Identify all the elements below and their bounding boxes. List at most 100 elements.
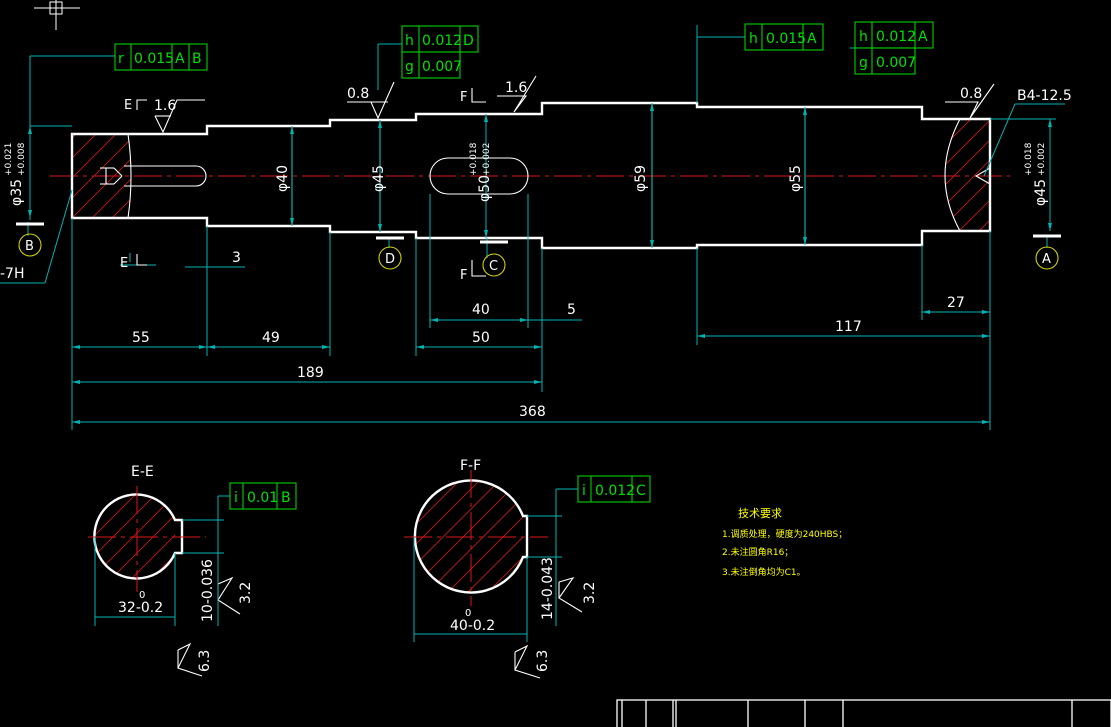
section-ee: E-E 32-0.2 0 10-0.036 [88,464,224,626]
roughness-texts: 1.6 0.8 1.6 0.8 3.2 3.2 6.3 6.3 [154,80,982,672]
section-ee-key-upper: 0 [139,590,145,601]
svg-text:0.007: 0.007 [876,55,916,71]
dia-left-end-tol-lower: +0.008 [17,142,27,176]
dimension-texts: 55 49 189 368 40 50 5 117 27 3 [132,250,965,420]
dimension-lines [0,25,1065,430]
svg-text:D: D [463,33,474,49]
dia-45: φ45 [371,165,387,192]
svg-text:A: A [918,29,928,45]
datum-c: C [489,259,498,274]
dim-189: 189 [297,365,324,381]
dia-right-end-tol-lower: +0.002 [1037,143,1047,176]
dim-49: 49 [262,330,280,346]
section-ee-width: 32-0.2 [118,600,163,616]
roughness-symbols [154,75,995,679]
svg-text:0.01: 0.01 [247,490,278,506]
svg-text:0.012: 0.012 [876,29,916,45]
svg-text:h: h [405,33,414,49]
svg-text:h: h [859,29,868,45]
section-ff-key-upper: 0 [465,608,471,619]
svg-text:0.007: 0.007 [422,59,462,75]
roughness-63-f: 6.3 [535,650,551,672]
svg-text:C: C [636,483,646,499]
left-end-boundary [127,133,132,219]
mid-keyway [429,157,529,195]
dia-right-end: φ45 [1033,179,1049,206]
center-hole-right [974,167,991,185]
datum-symbols [18,233,1059,277]
dim-3: 3 [232,250,241,266]
dia-right-end-tol-upper: +0.018 [1024,142,1034,176]
svg-text:h: h [749,31,758,47]
right-end-boundary [944,118,961,232]
datum-a: A [1042,252,1051,267]
svg-text:A: A [175,51,185,67]
fcf-runout-left: r 0.015 A B [114,43,208,71]
dim-55: 55 [132,330,150,346]
center-hole-left [100,167,123,185]
section-mark-f-top: F [460,90,467,105]
left-keyway [124,165,207,187]
svg-text:0.015: 0.015 [134,51,174,67]
fcf-section-e: i 0.01 B [229,482,297,510]
datum-d: D [385,252,395,267]
notes-item-3: 3.未注倒角均为C1。 [722,566,806,578]
svg-text:A: A [807,31,817,47]
title-block [616,699,1111,727]
section-ee-title: E-E [131,464,154,480]
roughness-16-left: 1.6 [154,98,176,114]
roughness-32-f: 3.2 [582,582,598,604]
svg-text:i: i [234,490,238,506]
roughness-32-e: 3.2 [238,582,254,604]
section-letters: E E F F [120,90,467,283]
dia-59: φ59 [633,165,649,192]
section-ff-title: F-F [460,458,481,474]
cursor-crosshair [34,0,80,30]
dim-117: 117 [835,319,862,335]
svg-text:0.015: 0.015 [766,31,806,47]
fcf-section-f: i 0.012 C [577,475,651,503]
svg-text:i: i [582,483,586,499]
svg-text:g: g [859,55,868,71]
dia-50-tol-lower: +0.002 [482,143,492,176]
notes-title: 技术要求 [738,507,782,520]
dim-368: 368 [519,404,546,420]
fcf-d: h 0.012 D g 0.007 [401,25,479,79]
dia-left-end: φ35 [9,179,25,206]
dia-55: φ55 [788,165,804,192]
dim-5: 5 [567,302,576,318]
dim-50: 50 [472,330,490,346]
svg-text:B: B [192,51,202,67]
dia-50: φ50 [477,175,493,202]
section-cut-marks [136,88,486,277]
dia-left-end-tol-upper: +0.021 [4,143,14,176]
svg-text:0.012: 0.012 [595,483,635,499]
svg-text:r: r [118,51,124,67]
dim-40: 40 [472,302,490,318]
center-hole-label: B4-12.5 [1017,88,1072,104]
notes-item-1: 1.调质处理，硬度为240HBS； [722,528,847,540]
section-mark-e-bottom: E [120,256,128,271]
section-ff: F-F 40-0.2 0 14-0.043 [404,458,562,642]
section-ff-key: 14-0.043 [540,557,556,620]
roughness-63-e: 6.3 [197,650,213,672]
roughness-08-mid: 0.8 [347,86,369,102]
svg-text:0.012: 0.012 [422,33,462,49]
fcf-a: h 0.015 A [744,23,824,51]
section-ff-width: 40-0.2 [450,618,495,634]
section-mark-f-bottom: F [460,268,467,283]
svg-text:B: B [281,490,291,506]
seven-h-label: -7H [0,266,25,282]
dia-40: φ40 [275,165,291,192]
diameter-texts: φ35 +0.021 +0.008 φ40 φ45 φ50 +0.018 +0.… [4,142,1049,206]
notes-item-2: 2.未注圆角R16； [722,546,793,558]
svg-text:g: g [405,59,414,75]
dim-27: 27 [947,295,965,311]
roughness-16-mid: 1.6 [505,80,527,96]
section-mark-e-top: E [124,98,132,113]
technical-notes: 技术要求 1.调质处理，硬度为240HBS； 2.未注圆角R16； 3.未注倒角… [722,507,847,578]
datum-bars [16,222,1061,244]
fcf-right: h 0.012 A g 0.007 [854,21,934,75]
datum-b: B [25,239,34,254]
